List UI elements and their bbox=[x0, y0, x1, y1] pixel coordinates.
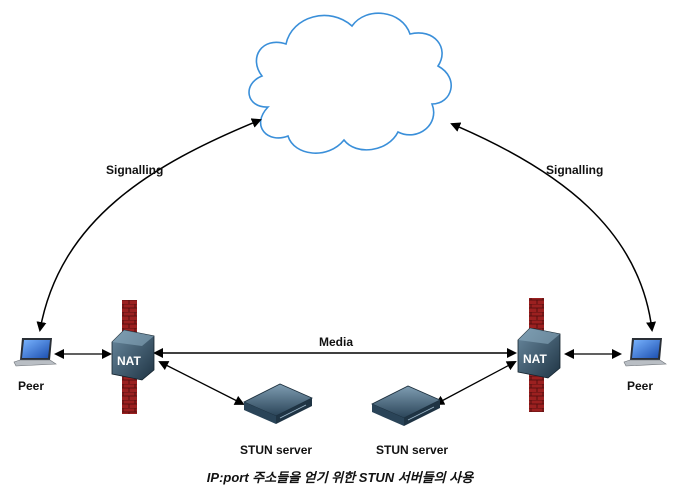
signalling-left-arrow bbox=[36, 118, 262, 332]
nat-router-right-icon: NAT bbox=[517, 327, 561, 379]
laptop-right-icon bbox=[623, 338, 667, 367]
nat-left-stun-arrow bbox=[158, 361, 245, 405]
peer-left-label: Peer bbox=[18, 379, 45, 393]
laptop-left-icon bbox=[13, 338, 57, 367]
stun-right-label: STUN server bbox=[376, 443, 449, 457]
media-label: Media bbox=[319, 335, 354, 349]
nat-right-stun-arrow bbox=[434, 361, 517, 405]
cloud-icon bbox=[248, 12, 452, 154]
nat-left-label: NAT bbox=[117, 354, 141, 368]
signalling-right-label: Signalling bbox=[546, 163, 604, 177]
stun-server-right-icon bbox=[371, 385, 441, 426]
figure-caption: IP:port 주소들을 얻기 위한 STUN 서버들의 사용 bbox=[206, 470, 474, 485]
signalling-left-label: Signalling bbox=[106, 163, 164, 177]
signalling-right-arrow bbox=[450, 122, 657, 332]
nat-router-left-icon: NAT bbox=[111, 329, 155, 381]
nat-right-label: NAT bbox=[523, 352, 547, 366]
stun-left-label: STUN server bbox=[240, 443, 313, 457]
peer-right-label: Peer bbox=[627, 379, 654, 393]
stun-server-left-icon bbox=[243, 383, 313, 424]
